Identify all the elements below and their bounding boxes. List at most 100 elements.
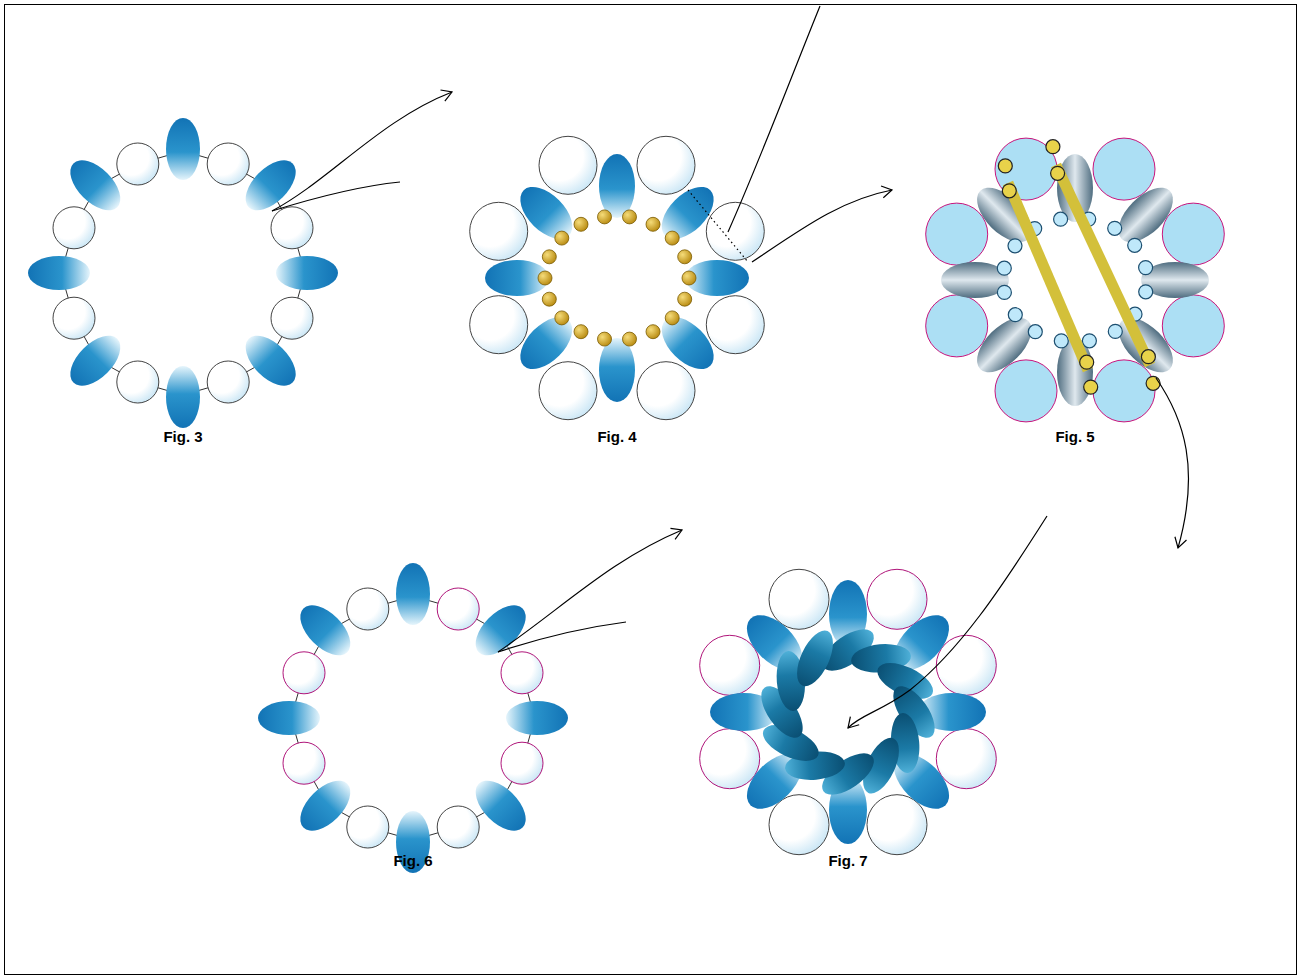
oval-bead	[291, 596, 359, 664]
round-bead	[271, 297, 313, 339]
oval-bead	[599, 154, 635, 218]
round-bead	[936, 729, 996, 789]
round-bead	[53, 297, 95, 339]
round-bead	[1108, 324, 1122, 338]
round-bead	[1146, 376, 1160, 390]
round-bead	[665, 231, 679, 245]
figure-caption-holder: Fig. 6	[333, 852, 493, 870]
oval-bead	[61, 327, 129, 395]
thread-paths	[272, 6, 1189, 728]
round-bead	[1028, 325, 1042, 339]
round-bead	[997, 285, 1011, 299]
round-bead	[997, 261, 1011, 275]
round-bead	[995, 360, 1057, 422]
round-bead	[283, 742, 325, 784]
round-bead	[539, 136, 597, 194]
oval-bead	[511, 308, 582, 379]
figure-caption-holder: Fig. 4	[537, 428, 697, 446]
round-bead	[1054, 212, 1068, 226]
round-bead	[574, 325, 588, 339]
round-bead	[623, 210, 637, 224]
round-bead	[769, 795, 829, 855]
round-bead	[682, 271, 696, 285]
round-bead	[207, 143, 249, 185]
round-bead	[1002, 184, 1016, 198]
round-bead	[207, 361, 249, 403]
round-bead	[1162, 203, 1224, 265]
round-bead	[117, 143, 159, 185]
round-bead	[1051, 166, 1065, 180]
oval-bead	[61, 151, 129, 219]
round-bead	[539, 362, 597, 420]
round-bead	[542, 292, 556, 306]
round-bead	[1139, 261, 1153, 275]
thread	[291, 596, 535, 840]
round-bead	[1108, 221, 1122, 235]
round-bead	[53, 207, 95, 249]
round-bead	[646, 217, 660, 231]
oval-bead	[166, 366, 200, 428]
round-bead	[1128, 238, 1142, 252]
round-bead	[998, 159, 1012, 173]
figure-caption: Fig. 3	[163, 428, 202, 445]
round-bead	[437, 588, 479, 630]
round-bead	[283, 652, 325, 694]
round-bead	[769, 569, 829, 629]
round-bead	[1080, 355, 1094, 369]
oval-bead	[237, 151, 305, 219]
round-bead	[538, 271, 552, 285]
oval-bead	[511, 178, 582, 249]
round-bead	[706, 202, 764, 260]
round-bead	[1093, 360, 1155, 422]
figure-caption: Fig. 5	[1055, 428, 1094, 445]
oval-bead	[276, 256, 338, 290]
oval-bead	[28, 256, 90, 290]
round-bead	[117, 361, 159, 403]
round-bead	[678, 292, 692, 306]
round-bead	[470, 202, 528, 260]
round-bead	[1139, 285, 1153, 299]
round-bead	[501, 652, 543, 694]
oval-bead	[258, 701, 320, 735]
oval-bead	[968, 308, 1042, 382]
round-bead	[555, 231, 569, 245]
round-bead	[1054, 334, 1068, 348]
round-bead	[555, 311, 569, 325]
round-bead	[700, 635, 760, 695]
round-bead	[1084, 380, 1098, 394]
round-bead	[598, 332, 612, 346]
round-bead	[1008, 239, 1022, 253]
round-bead	[867, 795, 927, 855]
round-bead	[678, 250, 692, 264]
oval-bead	[599, 338, 635, 402]
round-bead	[637, 136, 695, 194]
figure-caption-holder: Fig. 5	[995, 428, 1155, 446]
figure-caption: Fig. 6	[393, 852, 432, 869]
figure-caption: Fig. 4	[597, 428, 636, 445]
bead-rings	[28, 118, 1224, 873]
thread	[61, 151, 305, 395]
frame	[5, 5, 1297, 975]
round-bead	[867, 569, 927, 629]
round-bead	[637, 362, 695, 420]
round-bead	[1046, 140, 1060, 154]
round-bead	[646, 325, 660, 339]
oval-bead	[506, 701, 568, 735]
oval-bead	[291, 772, 359, 840]
round-bead	[700, 729, 760, 789]
round-bead	[574, 217, 588, 231]
round-bead	[437, 806, 479, 848]
round-bead	[706, 296, 764, 354]
oval-bead	[652, 178, 723, 249]
round-bead	[347, 806, 389, 848]
round-bead	[1141, 350, 1155, 364]
round-bead	[1082, 334, 1096, 348]
needle-bar	[1056, 165, 1150, 365]
round-bead	[1008, 308, 1022, 322]
round-bead	[926, 295, 988, 357]
oval-bead	[237, 327, 305, 395]
round-bead	[623, 332, 637, 346]
round-bead	[347, 588, 389, 630]
oval-bead	[467, 772, 535, 840]
